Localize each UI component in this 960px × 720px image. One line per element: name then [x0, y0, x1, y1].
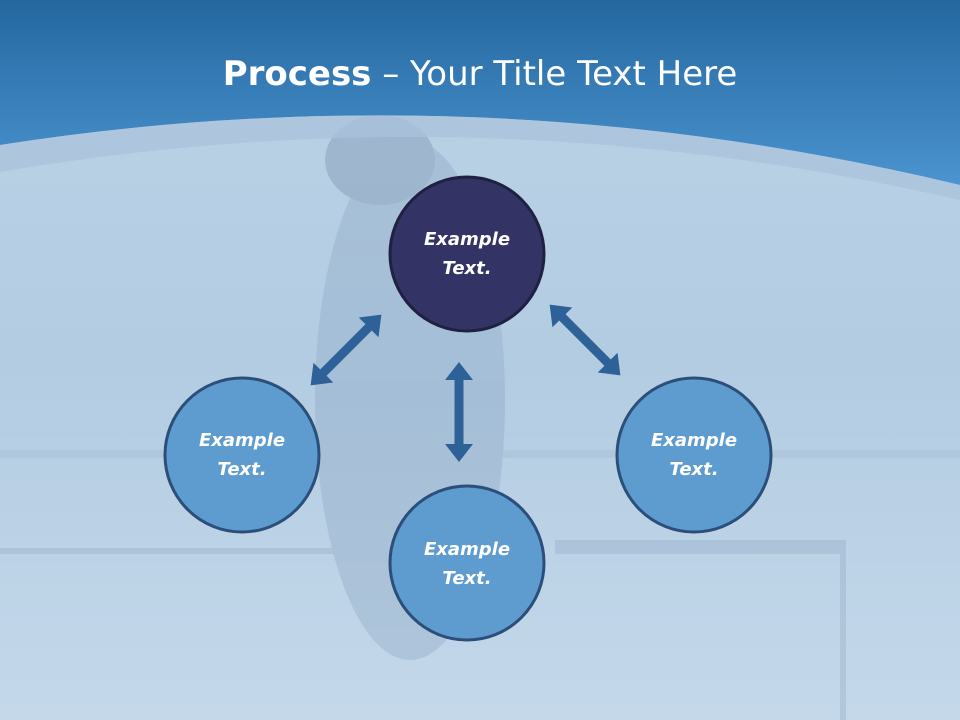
- node-left-line1: Example: [198, 430, 286, 451]
- node-right-line1: Example: [650, 430, 738, 451]
- node-top-line1: Example: [423, 229, 511, 250]
- page-title: Process – Your Title Text Here: [0, 52, 960, 96]
- node-right-label: Example Text.: [619, 426, 769, 484]
- node-top-label: Example Text.: [392, 225, 542, 283]
- node-right-circle: [615, 376, 773, 534]
- node-left-line2: Text.: [217, 459, 267, 480]
- arrow-top-left: [310, 314, 382, 386]
- arrows: [310, 304, 621, 462]
- title-rest: – Your Title Text Here: [371, 54, 738, 94]
- title-bold: Process: [222, 54, 372, 94]
- arrow-center-vertical: [445, 362, 473, 462]
- node-right-line2: Text.: [669, 459, 719, 480]
- node-bottom-line1: Example: [423, 539, 511, 560]
- header-arc: [0, 115, 960, 200]
- arrow-top-right: [549, 304, 621, 376]
- node-bottom-line2: Text.: [442, 568, 492, 589]
- header-band: [0, 0, 960, 185]
- node-top-line2: Text.: [442, 258, 492, 279]
- node-left-circle: [163, 376, 321, 534]
- node-left-label: Example Text.: [167, 426, 317, 484]
- node-bottom-circle: [388, 484, 546, 642]
- node-top-circle: [388, 175, 546, 333]
- node-bottom-label: Example Text.: [392, 535, 542, 593]
